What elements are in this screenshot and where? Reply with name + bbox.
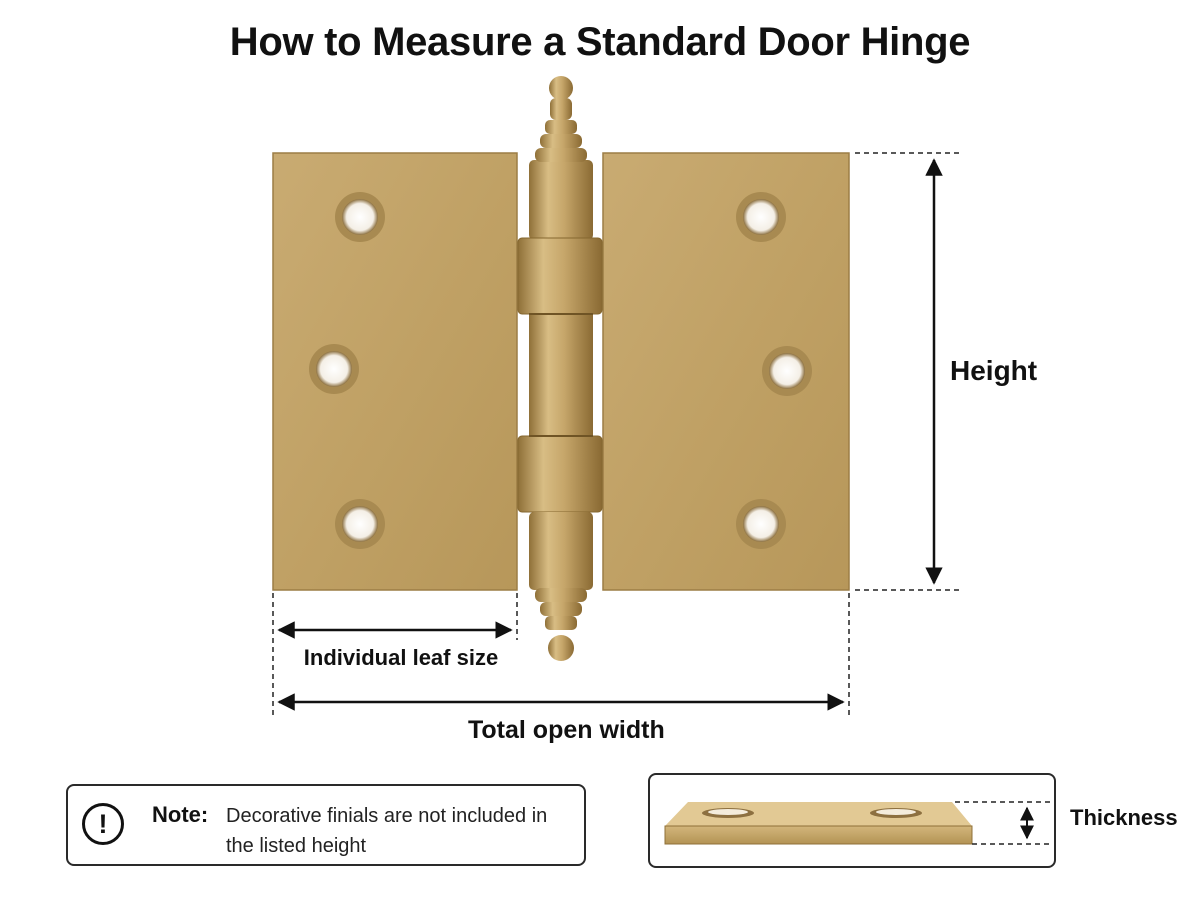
leaf-size-label: Individual leaf size (303, 645, 499, 670)
screw-hole-icon (762, 346, 812, 396)
screw-hole-icon (736, 192, 786, 242)
top-finial (535, 76, 587, 162)
left-leaf (272, 152, 518, 591)
bottom-finial (535, 588, 587, 661)
plate-illustration (664, 801, 1053, 845)
thickness-label: Thickness (1070, 805, 1178, 830)
screw-hole-icon (736, 499, 786, 549)
thickness-box (648, 773, 1056, 868)
screw-hole-icon (335, 499, 385, 549)
note-box: ! Note: Decorative finials are not inclu… (66, 784, 586, 866)
note-label: Note: (152, 802, 209, 827)
hinge-barrel (517, 160, 603, 590)
width-dimensions (272, 593, 850, 716)
total-width-label: Total open width (468, 716, 665, 744)
height-dimension (855, 152, 960, 591)
note-text: Decorative finials are not included in t… (226, 805, 548, 857)
page-title: How to Measure a Standard Door Hinge (229, 20, 971, 64)
exclamation-icon: ! (82, 803, 124, 845)
right-leaf (602, 152, 850, 591)
height-label: Height (950, 355, 1038, 386)
screw-hole-icon (335, 192, 385, 242)
screw-hole-icon (309, 344, 359, 394)
